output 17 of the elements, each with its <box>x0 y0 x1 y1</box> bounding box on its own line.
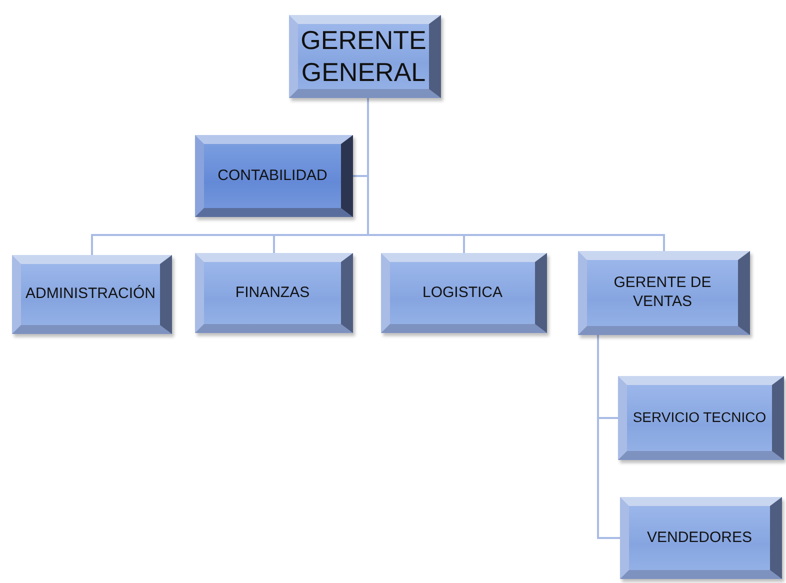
org-box <box>195 135 353 217</box>
box-label: GERENTE GENERAL <box>300 25 428 88</box>
box-label: VENDEDORES <box>646 528 752 548</box>
box-label: FINANZAS <box>235 284 310 302</box>
org-box <box>620 497 782 579</box>
org-box <box>289 15 441 98</box>
box-label: CONTABILIDAD <box>218 166 328 186</box>
org-box <box>381 253 547 333</box>
org-box <box>195 253 353 333</box>
org-box <box>12 255 172 334</box>
org-box <box>578 251 750 335</box>
box-label: GERENTE DE VENTAS <box>612 274 712 312</box>
box-label: ADMINISTRACIÓN <box>25 285 156 304</box>
box-label: LOGISTICA <box>422 284 503 302</box>
box-label: SERVICIO TECNICO <box>632 409 766 427</box>
connector-line <box>597 335 620 539</box>
org-box <box>618 376 784 460</box>
